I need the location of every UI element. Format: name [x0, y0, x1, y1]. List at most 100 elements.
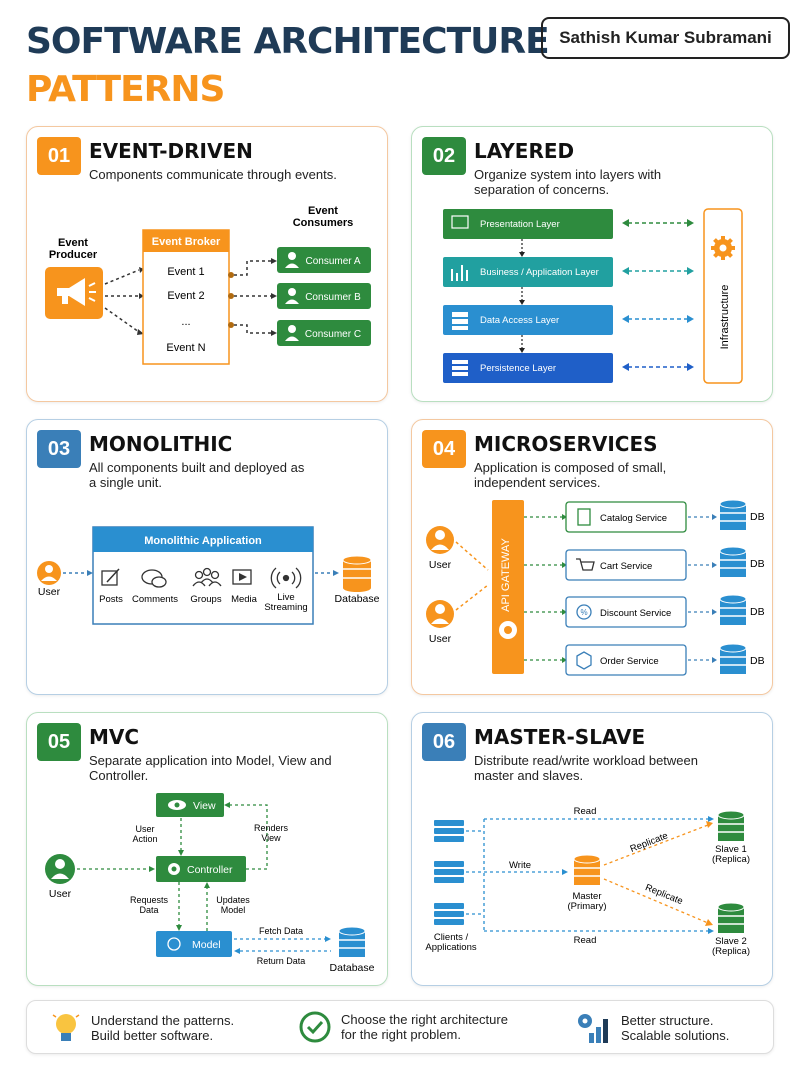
renders-view-label: Renders — [254, 823, 289, 833]
card-number: 03 — [37, 430, 81, 468]
svg-text:Data Access Layer: Data Access Layer — [480, 315, 559, 326]
svg-text:Model: Model — [192, 939, 221, 951]
card-event-driven: 01 EVENT-DRIVEN Components communicate t… — [26, 126, 388, 402]
footer-item-2: Choose the right architecture for the ri… — [299, 1011, 508, 1043]
model-icon — [167, 937, 181, 951]
write-label: Write — [509, 860, 531, 871]
svg-text:Consumer C: Consumer C — [305, 329, 361, 340]
card-description-1: Separate application into Model, View an… — [89, 753, 332, 768]
card-mvc: 05 MVC Separate application into Model, … — [26, 712, 388, 986]
gear-icon — [499, 621, 517, 639]
db-icon — [719, 594, 747, 625]
cart-service: Cart Service — [565, 549, 687, 581]
box-icon — [576, 651, 592, 670]
svg-text:Business / Application Layer: Business / Application Layer — [480, 267, 599, 278]
return-data-label: Return Data — [257, 956, 306, 966]
chat-icon — [141, 569, 167, 588]
card-description-1: All components built and deployed as — [89, 460, 305, 475]
master-label: (Primary) — [567, 901, 606, 912]
mvc-diagram: View Controller Model User User Action R… — [45, 793, 375, 974]
db-icon — [719, 499, 747, 530]
card-title: LAYERED — [474, 139, 575, 163]
db-label: DB — [750, 655, 765, 667]
card-description-2: master and slaves. — [474, 768, 584, 783]
database-label: Database — [335, 593, 380, 605]
module-groups: Groups — [190, 594, 221, 605]
card-number: 01 — [37, 137, 81, 175]
business-layer: Business / Application Layer — [443, 257, 613, 287]
page-title-line2: PATTERNS — [26, 69, 225, 110]
svg-text:Order Service: Order Service — [600, 656, 659, 667]
card-number: 02 — [422, 137, 466, 175]
discount-service: % Discount Service — [565, 596, 687, 628]
card-layered: 02 LAYERED Organize system into layers w… — [411, 126, 773, 402]
slave2-label: Slave 2 — [715, 936, 747, 947]
clients-label: Clients / — [434, 932, 469, 943]
document-icon — [577, 508, 591, 526]
renders-view-label: View — [261, 833, 281, 843]
db-label: DB — [750, 606, 765, 618]
svg-text:%: % — [580, 608, 587, 617]
consumer-b: Consumer B — [277, 283, 371, 309]
gear-chart-icon — [578, 1014, 608, 1043]
module-live-1: Live — [277, 592, 294, 603]
svg-text:Cart Service: Cart Service — [600, 561, 652, 572]
server-icon — [434, 903, 464, 925]
card-description-2: a single unit. — [89, 475, 162, 490]
svg-text:Persistence Layer: Persistence Layer — [480, 363, 556, 374]
media-icon — [232, 569, 252, 585]
card-description-2: separation of concerns. — [474, 182, 610, 197]
database-icon — [342, 555, 372, 592]
master-label: Master — [572, 891, 601, 902]
db-icon — [719, 643, 747, 674]
card-title: MASTER-SLAVE — [474, 725, 646, 749]
user-icon — [426, 526, 454, 554]
db-label: DB — [750, 558, 765, 570]
master-slave-diagram: Clients / Applications Read Write Read M… — [425, 806, 750, 957]
user-label: User — [429, 633, 452, 645]
group-icon — [192, 567, 222, 587]
slave1-db-icon — [717, 810, 745, 841]
footer-text: Understand the patterns. — [91, 1013, 235, 1028]
requests-data-label: Requests — [130, 895, 169, 905]
user-action-label: Action — [132, 834, 157, 844]
consumers-label: Consumers — [293, 217, 354, 229]
card-description-1: Organize system into layers with — [474, 167, 662, 182]
svg-text:Discount Service: Discount Service — [600, 608, 671, 619]
footer-text: Better structure. — [621, 1013, 714, 1028]
consumers-label: Event — [308, 205, 338, 217]
card-description-1: Distribute read/write workload between — [474, 753, 698, 768]
user-icon — [288, 288, 296, 296]
footer-text: Build better software. — [91, 1028, 214, 1043]
controller-box: Controller — [156, 856, 246, 882]
master-db-icon — [573, 854, 601, 885]
footer-text: Choose the right architecture — [341, 1012, 508, 1027]
cart-icon — [576, 558, 595, 571]
slave2-db-icon — [717, 902, 745, 933]
card-description-2: independent services. — [474, 475, 601, 490]
user-action-label: User — [135, 824, 154, 834]
api-gateway-label: API GATEWAY — [500, 537, 512, 611]
broadcast-icon — [270, 567, 302, 589]
card-number: 04 — [422, 430, 466, 468]
event-item: Event 1 — [167, 266, 204, 278]
slave1-label: (Replica) — [712, 854, 750, 865]
database-label: Database — [330, 962, 375, 974]
card-title: MICROSERVICES — [474, 432, 658, 456]
server-icon — [434, 861, 464, 883]
monolithic-diagram: User Monolithic Application Posts Commen… — [37, 526, 380, 625]
user-icon — [288, 325, 296, 333]
updates-model-label: Model — [221, 905, 246, 915]
card-number: 06 — [422, 723, 466, 761]
module-comments: Comments — [132, 594, 178, 605]
card-description-2: Controller. — [89, 768, 149, 783]
slave1-label: Slave 1 — [715, 844, 747, 855]
user-icon — [426, 600, 454, 628]
updates-model-label: Updates — [216, 895, 250, 905]
module-live-2: Streaming — [264, 602, 307, 613]
microservices-diagram: User User API GATEWAY — [426, 499, 765, 676]
db-icon — [719, 546, 747, 577]
fetch-data-label: Fetch Data — [259, 926, 303, 936]
user-icon — [37, 561, 61, 585]
footer-item-3: Better structure. Scalable solutions. — [575, 1011, 729, 1045]
